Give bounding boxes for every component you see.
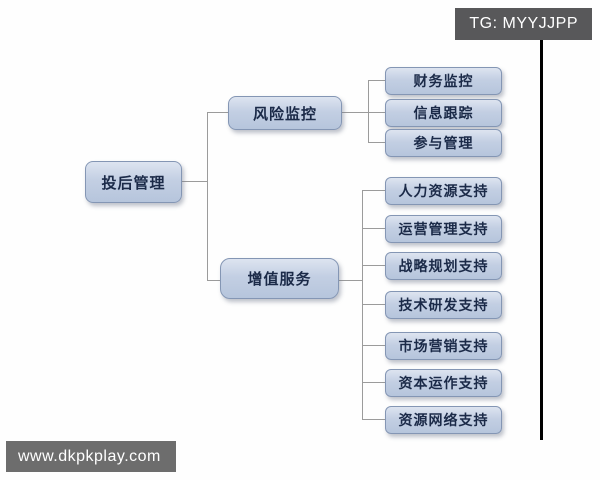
node-leaf: 运营管理支持	[385, 215, 502, 243]
connector-line	[362, 382, 385, 383]
node-leaf: 资本运作支持	[385, 369, 502, 397]
connector-line	[368, 142, 385, 143]
connector-line	[362, 190, 363, 420]
connector-line	[368, 80, 385, 81]
connector-line	[362, 345, 385, 346]
node-leaf: 参与管理	[385, 129, 502, 157]
node-leaf: 市场营销支持	[385, 332, 502, 360]
node-branch-value-added-services: 增值服务	[220, 258, 339, 299]
connector-line	[207, 112, 208, 281]
connector-line	[337, 280, 362, 281]
connector-line	[207, 280, 220, 281]
connector-line	[207, 112, 228, 113]
node-leaf: 战略规划支持	[385, 252, 502, 280]
node-leaf: 信息跟踪	[385, 99, 502, 127]
vertical-accent-line	[540, 40, 543, 440]
node-branch-risk-monitoring: 风险监控	[228, 96, 342, 130]
connector-line	[362, 190, 385, 191]
node-leaf: 资源网络支持	[385, 406, 502, 434]
watermark-url: www.dkpkplay.com	[6, 441, 176, 472]
connector-line	[362, 419, 385, 420]
connector-line	[362, 304, 385, 305]
connector-line	[362, 265, 385, 266]
connector-line	[368, 80, 369, 143]
node-leaf: 人力资源支持	[385, 177, 502, 205]
tg-banner: TG: MYYJJPP	[455, 8, 592, 40]
connector-line	[180, 181, 207, 182]
connector-line	[340, 112, 385, 113]
node-leaf: 技术研发支持	[385, 291, 502, 319]
node-root: 投后管理	[85, 161, 182, 203]
node-leaf: 财务监控	[385, 67, 502, 95]
connector-line	[362, 228, 385, 229]
